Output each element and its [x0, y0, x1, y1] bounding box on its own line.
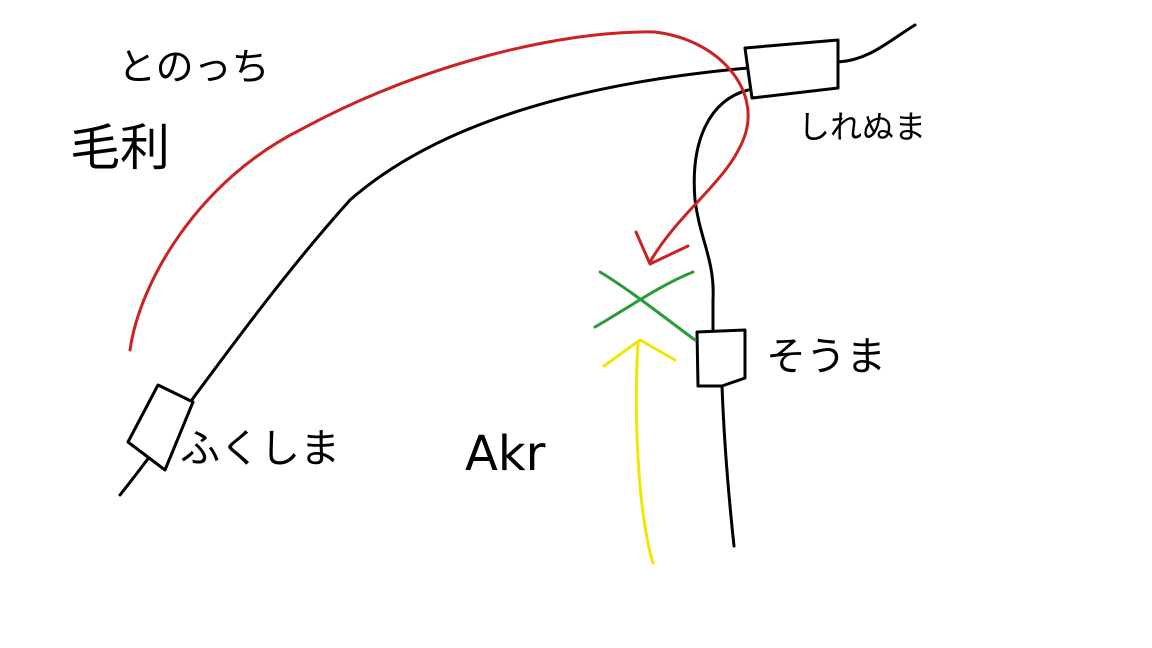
label-mouri: 毛利	[70, 119, 170, 177]
red-route	[128, 30, 750, 352]
branch-line	[692, 88, 750, 334]
yellow-arrowhead	[602, 338, 677, 368]
green-cross-b	[593, 270, 695, 329]
label-souma: そうま	[766, 334, 886, 380]
green-cross-a	[598, 270, 697, 342]
label-shirenuma: しれぬま	[798, 108, 926, 146]
station-box-fukushima	[126, 383, 195, 472]
station-box-souma	[695, 328, 747, 388]
yellow-arrow-shaft	[634, 340, 655, 565]
branch-line-lower	[720, 384, 736, 548]
label-tonocchi: とのっち	[118, 45, 270, 89]
red-arrowhead	[634, 230, 690, 266]
station-box-shirenuma	[743, 38, 840, 100]
main-line-top-right	[836, 23, 917, 64]
label-akr: Akr	[465, 426, 546, 482]
label-fukushima: ふくしま	[180, 426, 340, 472]
